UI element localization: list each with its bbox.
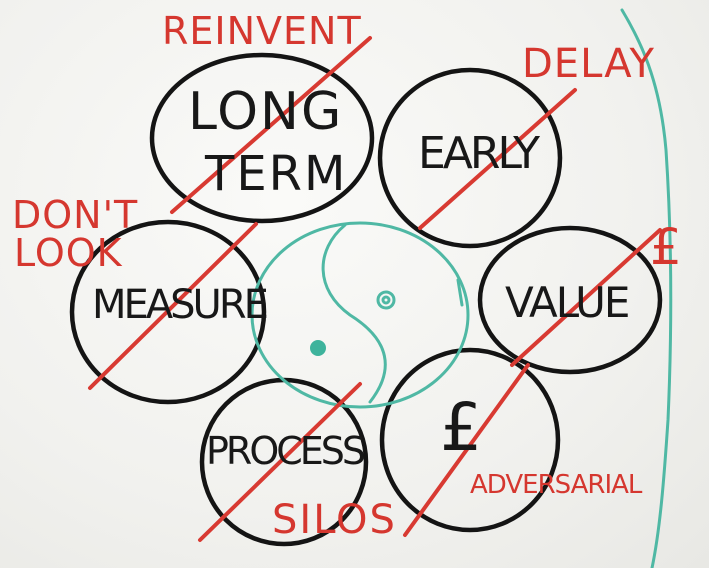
circle-measure [69, 219, 267, 405]
cross-out-money [403, 363, 530, 537]
note-adversarial: ADVERSARIAL [470, 470, 642, 500]
note-dont: DON'T [12, 193, 139, 237]
yin-yang-tick [456, 278, 464, 307]
label-process: PROCESS [206, 429, 366, 473]
yin-yang-dot-filled [310, 340, 326, 356]
yin-yang-curve [321, 223, 387, 404]
circle-money [379, 347, 561, 533]
yin-yang-circle [250, 221, 470, 409]
cross-out-long-term [170, 36, 372, 214]
note-delay: DELAY [522, 41, 655, 87]
label-term: TERM [205, 146, 348, 202]
label-pound: £ [440, 389, 482, 466]
circle-value [477, 225, 663, 375]
yin-yang-dot-open [376, 290, 396, 310]
note-look: LOOK [14, 231, 123, 275]
cross-out-value [510, 228, 662, 367]
note-silos: SILOS [272, 497, 397, 543]
note-reinvent: REINVENT [162, 9, 362, 53]
label-early: EARLY [418, 128, 540, 179]
circle-long-term [149, 52, 375, 224]
circle-early [377, 67, 563, 249]
label-long: LONG [188, 82, 344, 142]
cross-out-process [198, 382, 362, 542]
yin-yang-dot-open-inner [381, 295, 391, 305]
cross-out-early [418, 88, 577, 230]
teal-margin-line [620, 8, 673, 568]
label-measure: MEASURE [92, 282, 269, 328]
note-pound: £ [650, 218, 682, 276]
label-value: VALUE [505, 278, 630, 327]
cross-out-measure [88, 222, 258, 390]
